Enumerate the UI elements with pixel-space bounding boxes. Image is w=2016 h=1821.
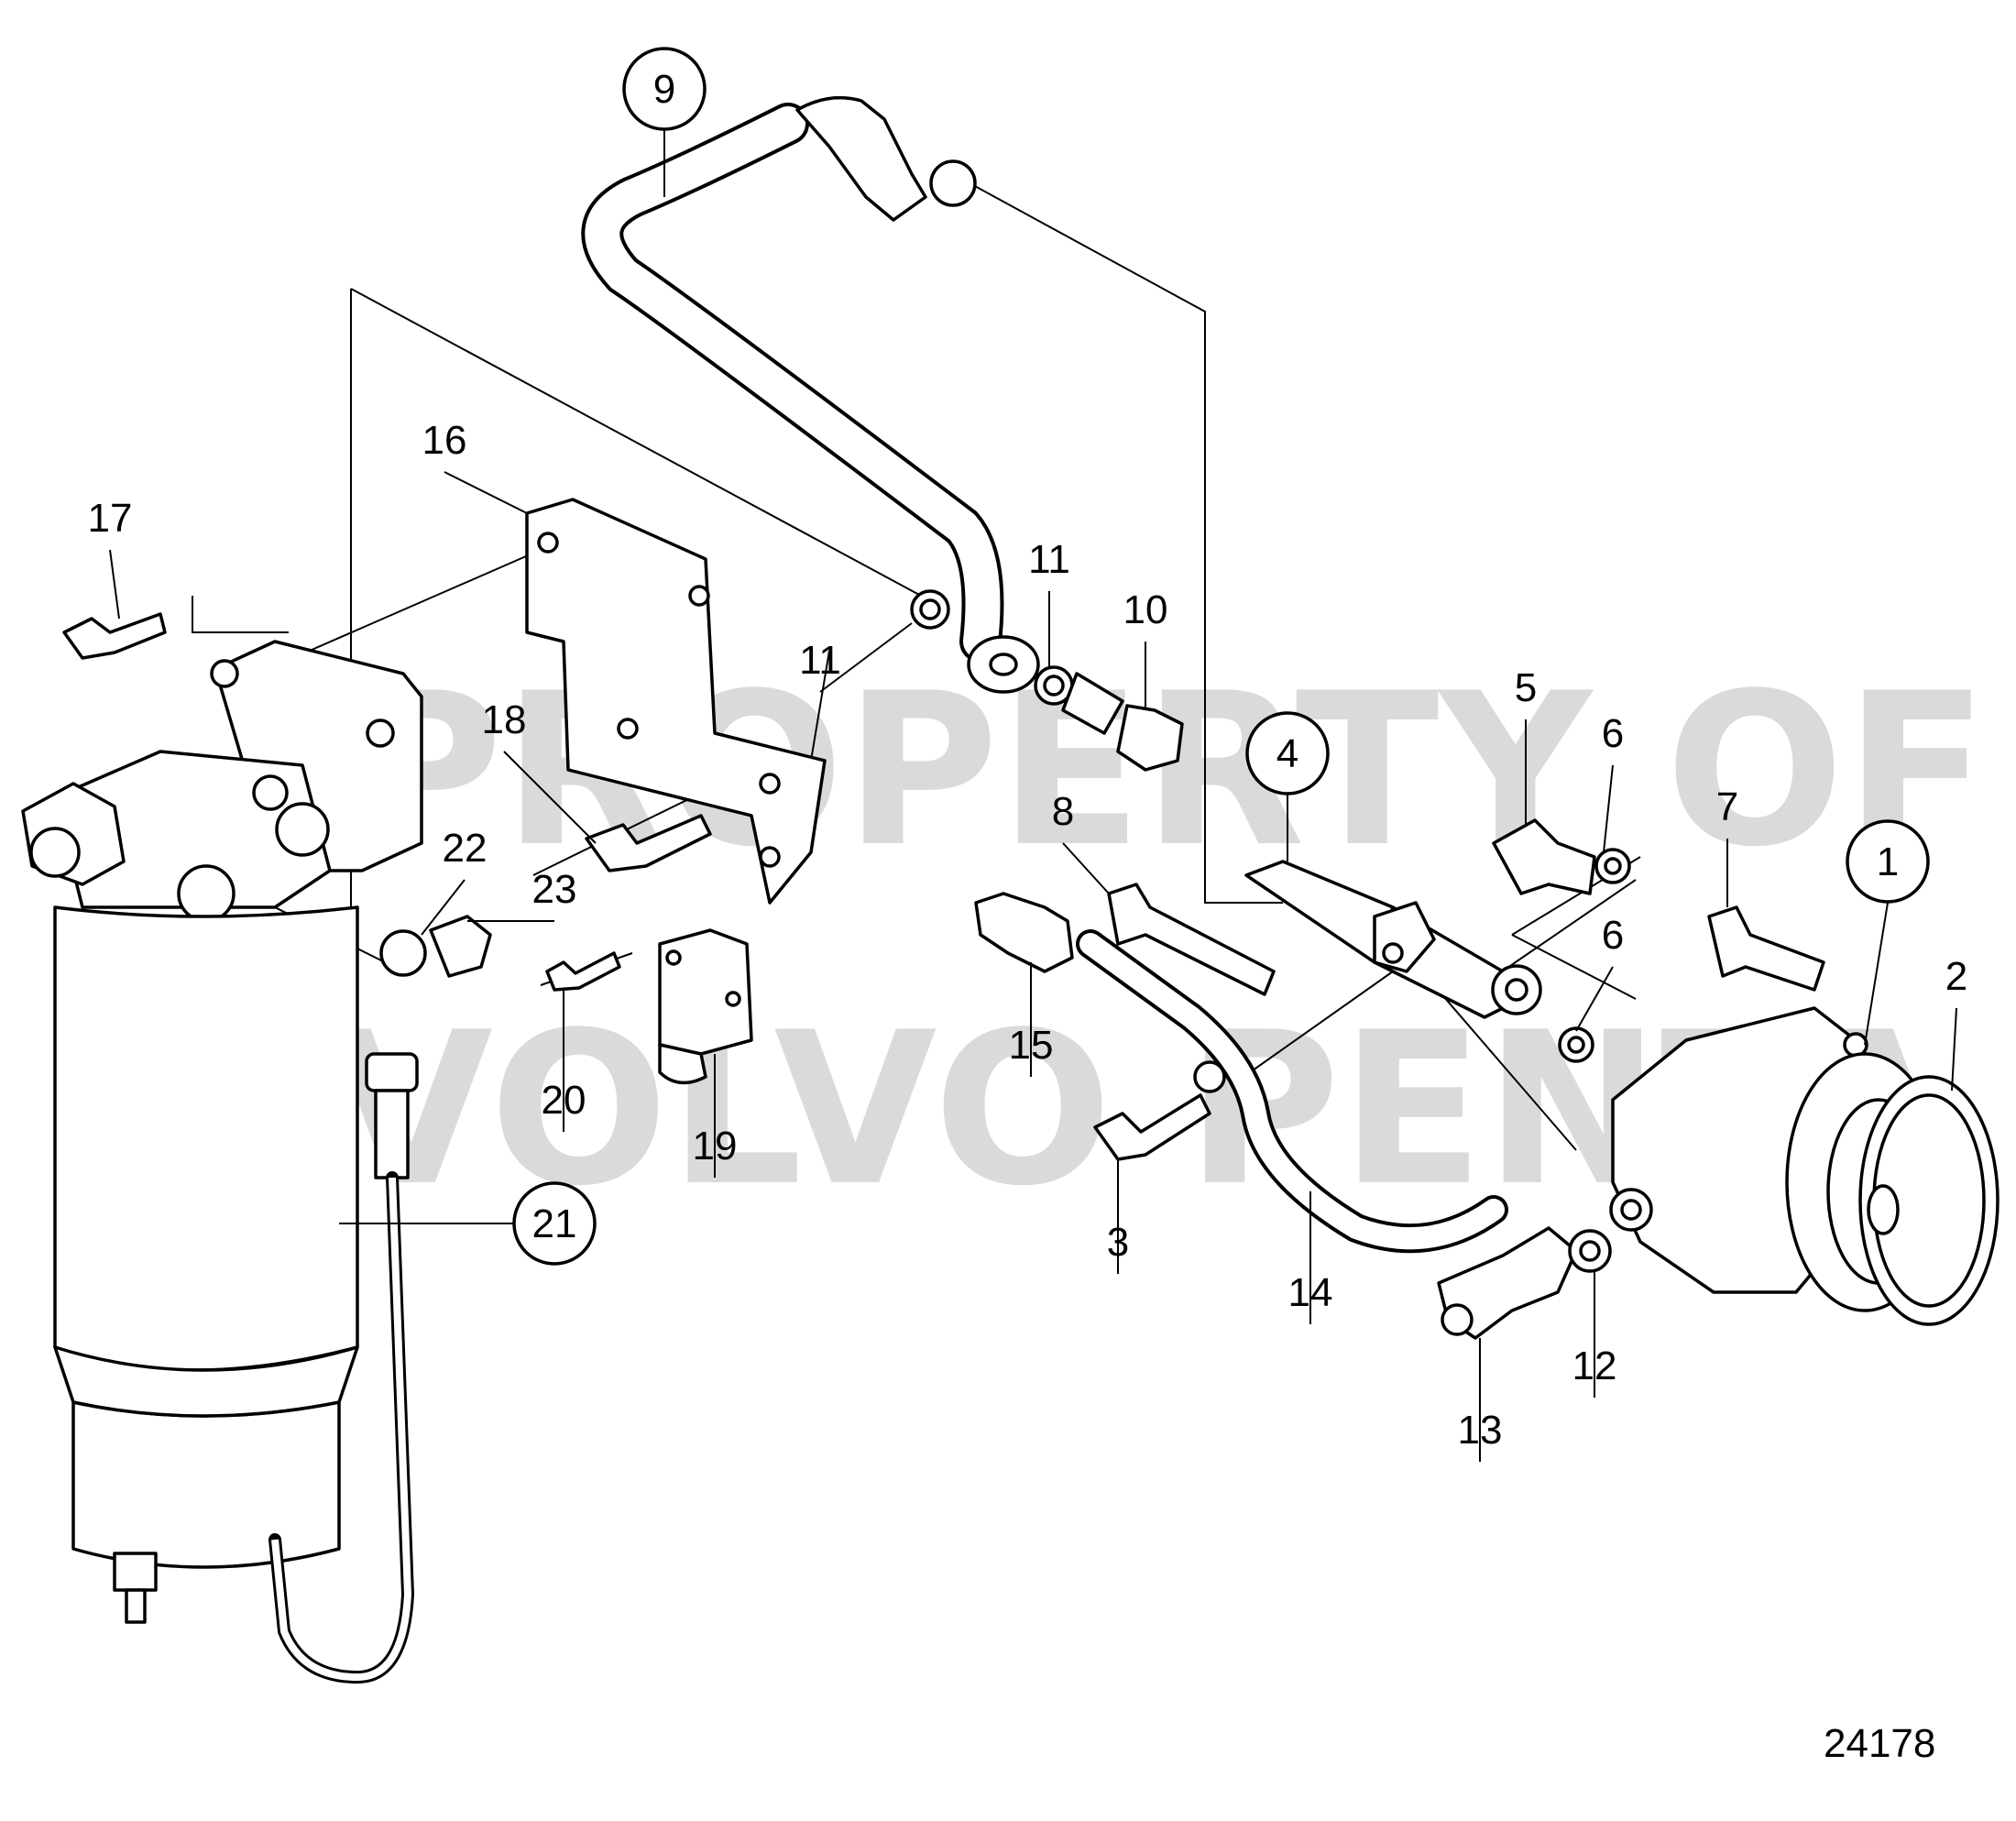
callout-label: 16 (422, 418, 467, 463)
callout-leader-line (1603, 764, 1614, 853)
callout-label: 7 (1716, 784, 1738, 829)
callout-15: 15 (1009, 962, 1054, 1077)
callout-label: 13 (1458, 1408, 1503, 1453)
callout-leader-line (1951, 1007, 1957, 1092)
callout-label: 19 (693, 1124, 738, 1168)
banjo-bolt-5 (1492, 818, 1631, 1063)
callout-label: 8 (1052, 789, 1074, 834)
fitting-15 (974, 892, 1074, 973)
callout-9: 9 (622, 47, 707, 197)
callout-label: 2 (1945, 954, 1967, 999)
nipple-assembly (1437, 1226, 1612, 1340)
callout-21: 21 (339, 1181, 597, 1266)
callout-label: 12 (1572, 1344, 1617, 1388)
callout-circle (1245, 711, 1330, 795)
feed-pump (1609, 1006, 2000, 1326)
callout-leader-line (444, 471, 528, 514)
callout-6: 6 (1602, 711, 1624, 853)
callout-23: 23 (467, 867, 577, 922)
fuel-filter-assembly (21, 640, 423, 1624)
callout-16: 16 (422, 418, 528, 514)
callout-14: 14 (1288, 1191, 1333, 1324)
callout-label: 23 (532, 867, 577, 912)
callout-20: 20 (542, 990, 586, 1132)
callout-22: 22 (421, 826, 488, 936)
callout-11: 11 (1028, 537, 1070, 667)
callout-label: 22 (443, 826, 488, 871)
callout-6: 6 (1575, 913, 1624, 1032)
bolt-3 (1093, 1093, 1211, 1161)
pipe-14 (1076, 929, 1508, 1254)
callout-circle (1846, 819, 1930, 904)
callout-label: 10 (1123, 587, 1168, 632)
callout-leader-line (1062, 842, 1110, 894)
bracket (525, 498, 827, 905)
callout-leader-line (421, 879, 466, 936)
callout-4: 4 (1245, 711, 1330, 861)
small-bracket (658, 928, 753, 1085)
callout-circle (512, 1181, 597, 1266)
callout-label: 6 (1602, 711, 1624, 756)
callout-label: 9 (653, 67, 675, 112)
callout-leader-line (109, 549, 120, 620)
callout-label: 15 (1009, 1023, 1054, 1068)
callout-leader-line (1864, 902, 1889, 1046)
banjo-bolt-assembly (910, 589, 1184, 772)
callout-label: 21 (532, 1201, 577, 1246)
callout-circle (622, 47, 707, 131)
callout-label: 14 (1288, 1270, 1333, 1315)
fuel-pipe-assembly (1244, 860, 1542, 1019)
callout-2: 2 (1945, 954, 1967, 1092)
callout-label: 1 (1877, 839, 1899, 884)
callout-11: 11 (799, 622, 913, 693)
callout-13: 13 (1458, 1338, 1503, 1462)
callout-12: 12 (1572, 1271, 1617, 1398)
callout-7: 7 (1716, 784, 1738, 907)
callout-18: 18 (482, 697, 597, 844)
callout-19: 19 (693, 1054, 738, 1178)
callout-label: 11 (799, 638, 841, 683)
bolt-8 (1107, 883, 1276, 996)
callout-leader-line (1575, 966, 1614, 1032)
callout-label: 5 (1515, 665, 1537, 710)
callout-5: 5 (1515, 665, 1537, 825)
callout-17: 17 (88, 496, 133, 620)
callout-leader-line (503, 751, 597, 844)
callout-label: 17 (88, 496, 133, 541)
callout-1: 1 (1846, 819, 1930, 1046)
callout-label: 18 (482, 697, 527, 742)
small-fasteners (62, 612, 712, 992)
callout-10: 10 (1123, 587, 1168, 710)
callout-label: 20 (542, 1078, 586, 1123)
sensor-cable (268, 1052, 419, 1684)
callout-label: 11 (1028, 537, 1070, 582)
callout-label: 6 (1602, 913, 1624, 958)
callout-label: 3 (1107, 1220, 1129, 1265)
callout-8: 8 (1052, 789, 1110, 894)
callout-leader-line (819, 622, 913, 693)
callout-label: 4 (1276, 731, 1298, 776)
callout-3: 3 (1107, 1159, 1129, 1274)
bolt-7 (1707, 905, 1825, 992)
drawing-reference-number: 24178 (1824, 1721, 1935, 1766)
